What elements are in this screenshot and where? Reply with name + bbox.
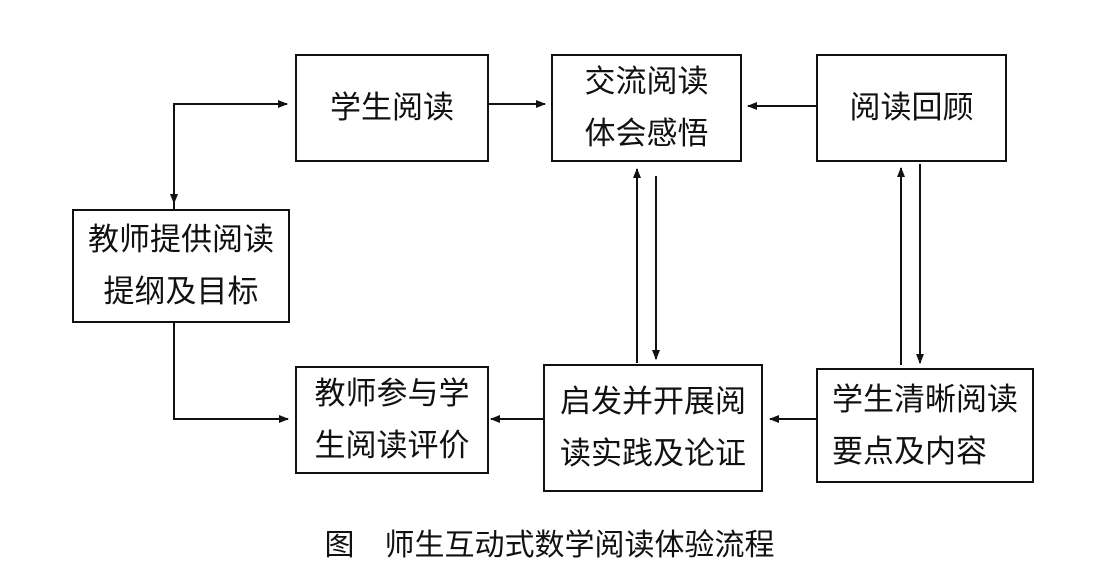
node-teacher-outline: 教师提供阅读提纲及目标 <box>72 209 290 323</box>
node-label: 教师参与学生阅读评价 <box>314 376 470 464</box>
node-label: 交流阅读体会感悟 <box>584 64 709 152</box>
arrow-outline-to-evaluation <box>173 323 289 423</box>
node-label: 学生阅读 <box>330 90 454 126</box>
node-reading-review: 阅读回顾 <box>816 54 1007 162</box>
arrow-outline-to-student-reading <box>173 100 288 209</box>
node-student-clear: 学生清晰阅读要点及内容 <box>816 368 1034 483</box>
node-label: 学生清晰阅读要点及内容 <box>832 381 1018 470</box>
node-teacher-evaluation: 教师参与学生阅读评价 <box>295 366 489 474</box>
node-student-reading: 学生阅读 <box>295 54 489 162</box>
node-inspire-practice: 启发并开展阅读实践及论证 <box>543 364 763 492</box>
node-label: 教师提供阅读提纲及目标 <box>88 222 274 310</box>
node-label: 启发并开展阅读实践及论证 <box>560 384 746 472</box>
node-label: 阅读回顾 <box>849 90 974 126</box>
node-exchange-reading: 交流阅读体会感悟 <box>551 54 742 162</box>
figure-caption: 图 师生互动式数学阅读体验流程 <box>324 528 775 563</box>
